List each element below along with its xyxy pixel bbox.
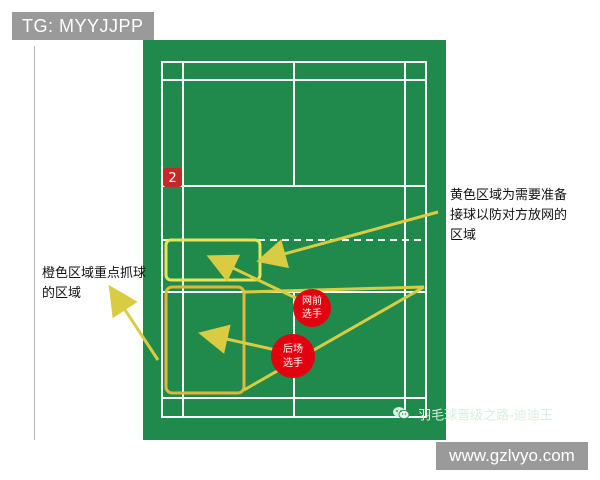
coverage-line-top xyxy=(243,285,425,294)
orange-zone xyxy=(164,285,246,395)
arrow-orange-note xyxy=(108,284,160,361)
credit: 羽毛球晋级之路-迪迪王 xyxy=(392,406,553,426)
watermark-bottom-right: www.gzlvyo.com xyxy=(436,442,588,470)
front-player-marker xyxy=(293,289,331,327)
back-player-label-line1: 后场 xyxy=(283,342,303,355)
number-badge-text: 2 xyxy=(168,171,176,186)
orange-zone-note: 橙色区域重点抓球的区域 xyxy=(42,266,147,301)
arrow-yellow-note xyxy=(256,210,439,269)
wechat-icon xyxy=(392,406,410,427)
front-player-label-line2: 选手 xyxy=(302,307,322,320)
watermark-top-left: TG: MYYJJPP xyxy=(12,12,154,40)
back-player-marker xyxy=(271,334,315,378)
back-player-label-line2: 选手 xyxy=(283,356,303,369)
arrow-front-player xyxy=(206,254,301,302)
number-badge xyxy=(163,168,182,187)
front-player-label-line1: 网前 xyxy=(302,294,322,307)
divider-line xyxy=(34,46,35,440)
yellow-zone-note: 黄色区域为需要准备接球以防对方放网的区域 xyxy=(450,188,568,243)
credit-text: 羽毛球晋级之路-迪迪王 xyxy=(418,408,553,424)
arrow-back-player xyxy=(198,324,277,354)
coverage-line-bottom xyxy=(243,285,425,392)
